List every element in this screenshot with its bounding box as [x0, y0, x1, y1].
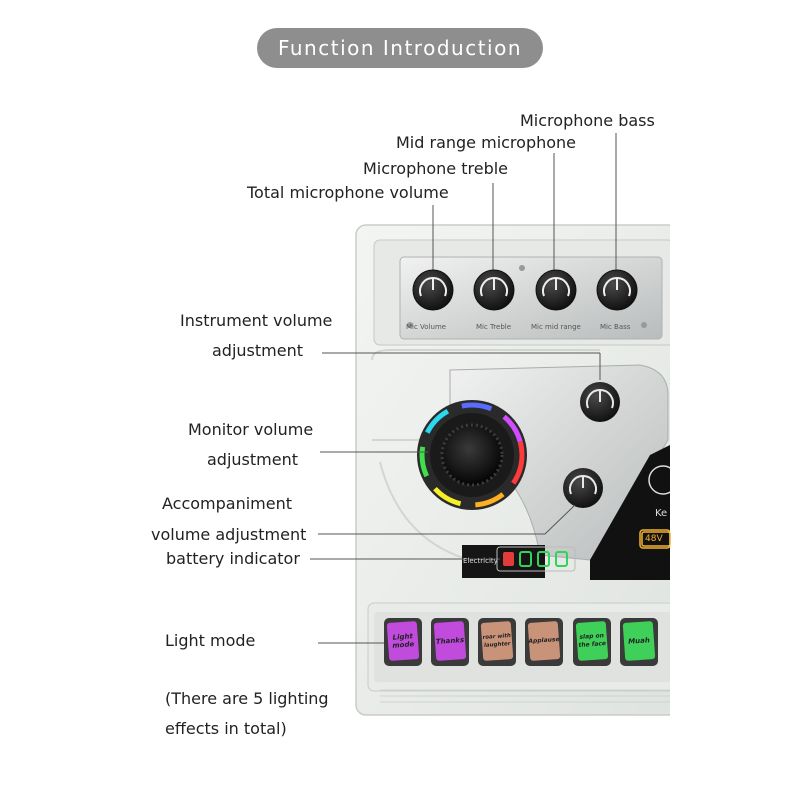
battery-led: [537, 551, 550, 567]
effect-button-label: Thanks: [435, 636, 465, 646]
effect-button-label: mode: [392, 640, 415, 650]
callout-monitor-volume-2: adjustment: [207, 450, 298, 469]
callout-battery-indicator: battery indicator: [166, 549, 300, 568]
callout-accompaniment: Accompaniment: [162, 494, 293, 513]
knob-label-mic-mid: Mic mid range: [531, 323, 581, 331]
callout-monitor-volume: Monitor volume: [188, 420, 314, 439]
knob-label-mic-treble: Mic Treble: [476, 323, 512, 331]
callout-lighting-note-2: effects in total): [165, 719, 287, 738]
battery-led: [519, 551, 532, 567]
key-label: Ke: [655, 508, 668, 519]
mic-treble-knob: [473, 269, 515, 311]
battery-indicator-leds: [503, 551, 568, 567]
callout-accompaniment-2: volume adjustment: [151, 525, 307, 544]
effect-button[interactable]: Thanks: [431, 618, 469, 666]
page-title: Function Introduction: [257, 28, 543, 68]
effect-button[interactable]: roar with laughter: [478, 618, 516, 666]
mic-bass-knob: [596, 269, 638, 311]
instrument-volume-knob: [580, 382, 620, 422]
effect-button-label: Muah: [627, 636, 651, 646]
callout-instrument-volume: Instrument volume: [180, 311, 333, 330]
callout-microphone-bass: Microphone bass: [520, 111, 655, 130]
callout-total-microphone-volume: Total microphone volume: [247, 183, 449, 202]
callout-instrument-volume-2: adjustment: [212, 341, 303, 360]
effect-button[interactable]: Muah: [620, 618, 658, 666]
knob-label-mic-bass: Mic Bass: [600, 323, 631, 331]
battery-led-red: [503, 552, 514, 566]
callout-mid-range-microphone: Mid range microphone: [396, 133, 577, 152]
effect-button[interactable]: slap on the face: [573, 618, 611, 666]
mic-knob-panel: [399, 256, 663, 340]
phantom-48v-label: 48V: [645, 534, 663, 544]
effect-button-label: the face: [578, 640, 607, 649]
effect-button[interactable]: Light mode: [384, 618, 422, 666]
mic-mid-range-knob: [535, 269, 577, 311]
monitor-volume-knob: [417, 400, 527, 510]
callout-lighting-note: (There are 5 lighting: [165, 689, 329, 708]
battery-led: [555, 551, 568, 567]
effect-button-label: laughter: [483, 641, 511, 649]
knob-label-mic-volume: Mic Volume: [406, 323, 447, 331]
mic-volume-knob: [412, 269, 454, 311]
effect-button[interactable]: Applause: [525, 618, 563, 666]
electricity-label: Electricity: [463, 557, 498, 565]
effect-button-label: Applause: [528, 635, 560, 646]
callout-microphone-treble: Microphone treble: [363, 159, 509, 178]
callout-light-mode: Light mode: [165, 631, 256, 650]
accompaniment-volume-knob: [563, 468, 603, 508]
